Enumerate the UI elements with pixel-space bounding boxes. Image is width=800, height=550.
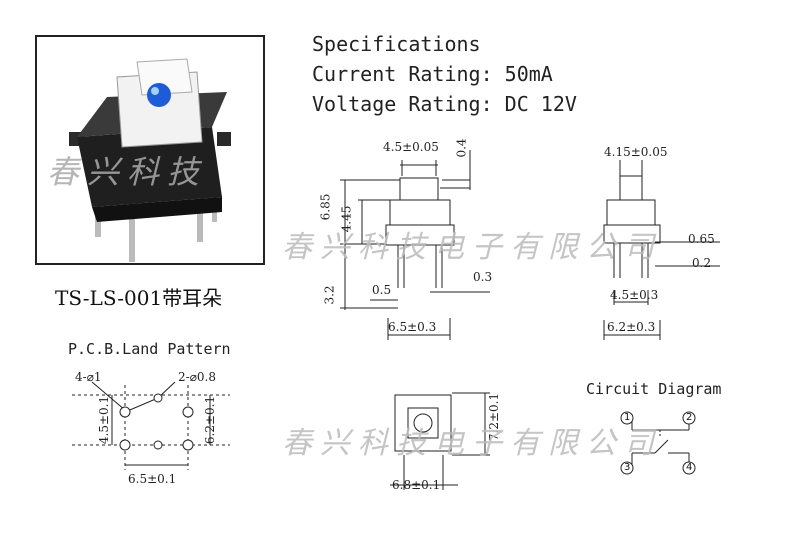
circuit-pin-2: 2 xyxy=(686,412,693,423)
pcb-hole xyxy=(119,406,131,418)
pcb-dim-left: 4.5±0.1 xyxy=(97,395,112,445)
side-pin-width: 0.5 xyxy=(372,283,392,297)
pcb-led-hole xyxy=(153,440,163,450)
pcb-hole xyxy=(119,439,131,451)
circuit-pin-4: 4 xyxy=(686,462,693,473)
pcb-hole-large: 4-⌀1 xyxy=(75,370,102,384)
front-body-width: 6.2±0.3 xyxy=(607,320,656,334)
top-view-width: 6.8±0.1 xyxy=(392,478,441,492)
pcb-hole-small: 2-⌀0.8 xyxy=(178,370,216,384)
front-top-width: 4.15±0.05 xyxy=(604,145,668,159)
tact-switch-illustration xyxy=(69,58,231,262)
top-view-body xyxy=(394,394,452,452)
side-height-total: 6.85 xyxy=(318,193,333,221)
side-pin-length: 3.2 xyxy=(322,285,337,305)
spec-title: Specifications xyxy=(312,32,481,56)
product-photo: 春兴科技 xyxy=(35,35,265,265)
side-top-offset: 0.4 xyxy=(454,138,469,158)
pcb-led-hole xyxy=(153,393,163,403)
side-pin-gap: 0.3 xyxy=(473,270,493,284)
pcb-dim-bottom: 6.5±0.1 xyxy=(128,472,177,486)
middle-watermark: 春兴科技电子有限公司 xyxy=(282,230,662,265)
circuit-pin-1: 1 xyxy=(624,412,631,423)
photo-watermark: 春兴科技 xyxy=(47,153,208,191)
lower-watermark: 春兴科技电子有限公司 xyxy=(282,426,662,461)
pcb-dim-right: 6.2±0.1 xyxy=(203,395,218,445)
side-view-body-base xyxy=(385,224,455,246)
circuit-pin-3: 3 xyxy=(624,462,631,473)
front-pin-b: 0.2 xyxy=(692,256,712,270)
front-view-cap xyxy=(619,175,643,201)
spec-voltage: Voltage Rating: DC 12V xyxy=(312,92,577,116)
side-top-width: 4.5±0.05 xyxy=(383,140,439,154)
side-view-cap xyxy=(399,177,439,201)
spec-current: Current Rating: 50mA xyxy=(312,62,553,86)
pcb-hole xyxy=(182,406,194,418)
model-label: TS-LS-001带耳朵 xyxy=(55,286,223,310)
front-pin-a: 0.65 xyxy=(688,232,715,246)
circuit-title: Circuit Diagram xyxy=(586,380,722,398)
pcb-hole xyxy=(182,439,194,451)
side-body-width: 6.5±0.3 xyxy=(388,320,437,334)
front-view-body-base xyxy=(603,224,661,244)
front-pin-span: 4.5±0.3 xyxy=(610,288,659,302)
pcb-title: P.C.B.Land Pattern xyxy=(68,340,231,358)
